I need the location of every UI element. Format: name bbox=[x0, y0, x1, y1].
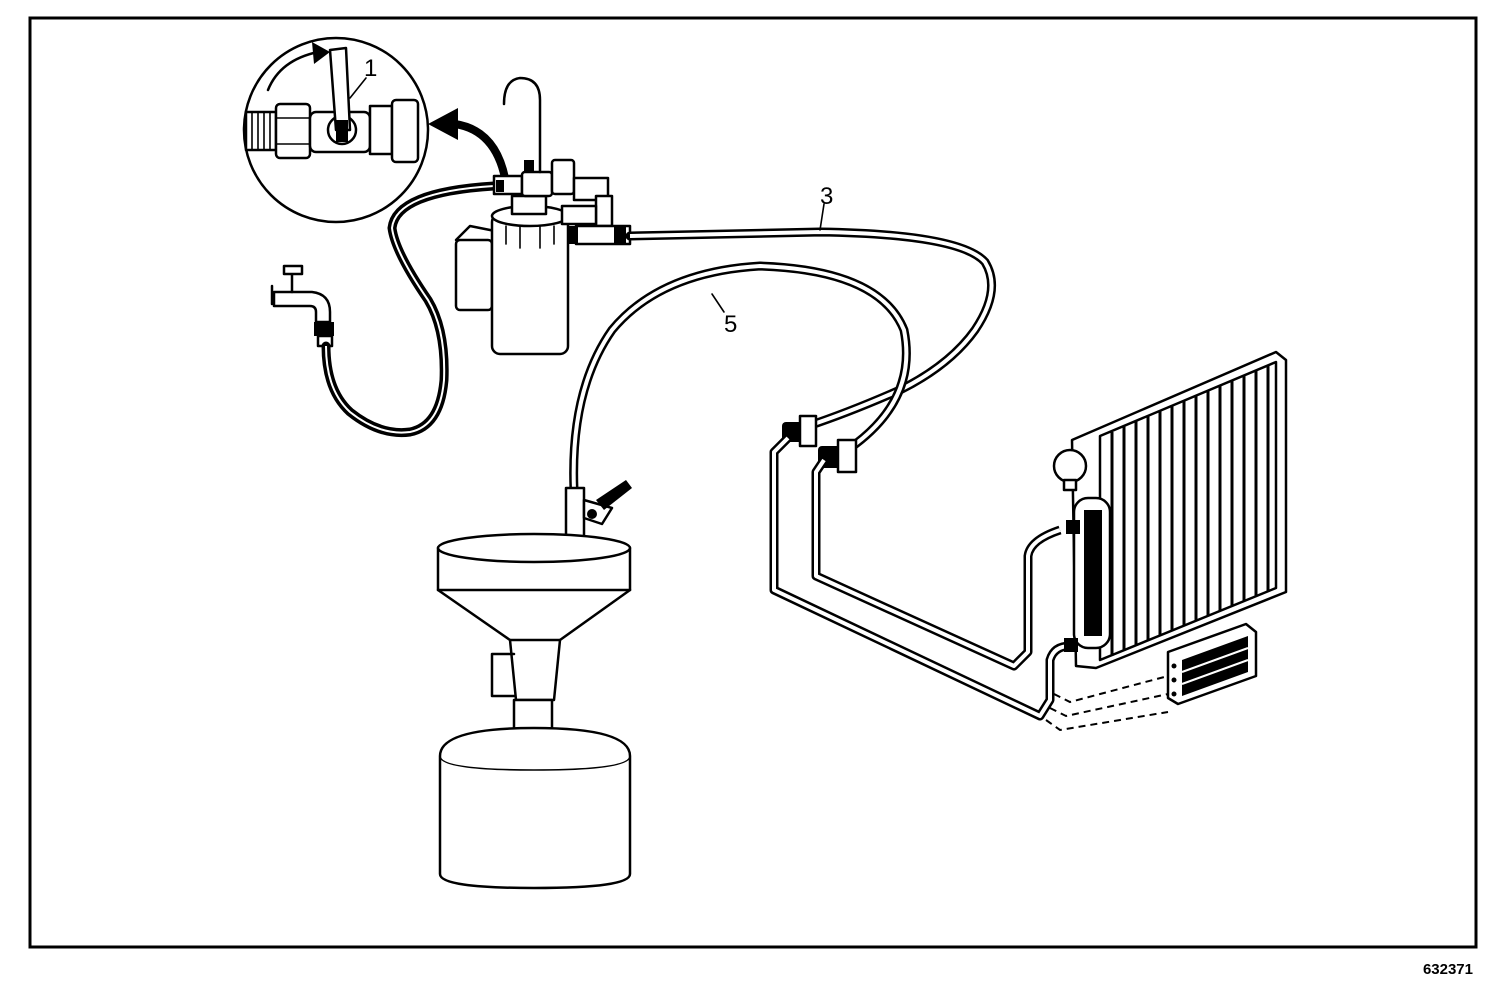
cooler-line-lower bbox=[811, 457, 1062, 671]
valve-detail-inset bbox=[242, 36, 430, 224]
figure-number: 632371 bbox=[1423, 961, 1473, 978]
callout-3: 3 bbox=[820, 183, 833, 210]
callout-1: 1 bbox=[364, 55, 377, 82]
flushing-tank bbox=[454, 76, 632, 356]
hose-nozzle bbox=[564, 480, 632, 560]
drain-funnel bbox=[436, 532, 632, 702]
drain-container bbox=[438, 698, 632, 890]
auxiliary-cooler bbox=[1166, 622, 1258, 706]
detail-pointer-arrow bbox=[428, 108, 509, 182]
callout-5: 5 bbox=[724, 311, 737, 338]
radiator bbox=[1052, 350, 1288, 670]
hose-3 bbox=[625, 227, 996, 431]
auxiliary-cooler-lines bbox=[1045, 675, 1169, 732]
figure-frame bbox=[28, 16, 1478, 949]
water-faucet bbox=[270, 264, 334, 348]
